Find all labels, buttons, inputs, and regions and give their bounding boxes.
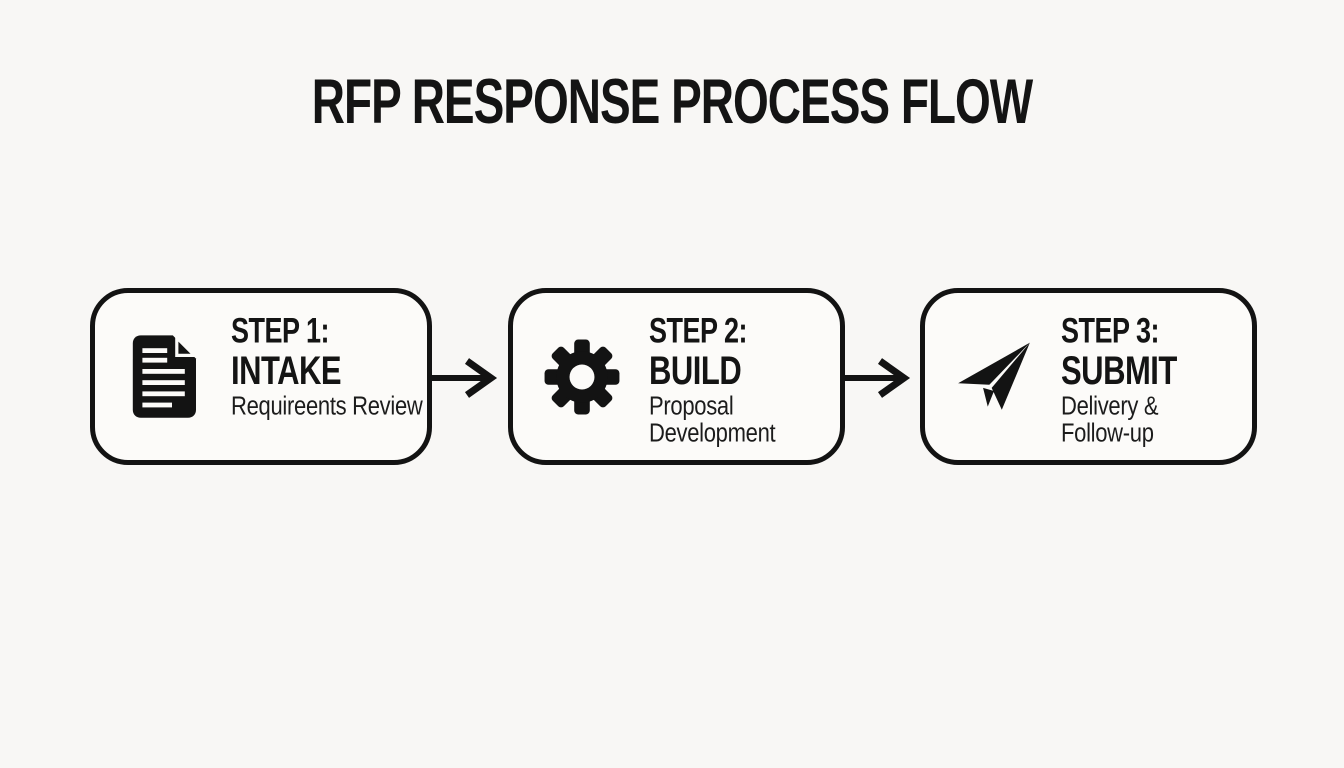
step-1-text: STEP 1: INTAKE Requireents Review (231, 312, 423, 421)
step-3-text: STEP 3: SUBMIT Delivery & Follow-up (1061, 312, 1177, 448)
arrow-right-icon (429, 354, 499, 402)
step-3-subtitle-line: Delivery & (1061, 390, 1159, 421)
paper-plane-icon (955, 333, 1033, 421)
step-2-box: STEP 2: BUILD Proposal Development (508, 288, 845, 465)
step-3-box: STEP 3: SUBMIT Delivery & Follow-up (920, 288, 1257, 465)
step-2-name: BUILD (649, 347, 742, 393)
step-1-box: STEP 1: INTAKE Requireents Review (90, 288, 432, 465)
step-2-subtitle-line: Proposal (649, 390, 734, 421)
gear-icon (543, 333, 621, 421)
step-1-subtitle-line: Requireents Review (231, 390, 423, 421)
step-3-subtitle-line: Follow-up (1061, 417, 1154, 448)
step-2-text: STEP 2: BUILD Proposal Development (649, 312, 776, 448)
step-1-heading: STEP 1: (231, 311, 330, 351)
step-3-name: SUBMIT (1061, 347, 1177, 393)
step-1-name: INTAKE (231, 347, 342, 393)
step-3-heading: STEP 3: (1061, 311, 1160, 351)
document-icon (125, 333, 203, 421)
arrow-right-icon (842, 354, 912, 402)
page-title: RFP RESPONSE PROCESS FLOW (311, 65, 1033, 137)
step-2-heading: STEP 2: (649, 311, 748, 351)
step-2-subtitle-line: Development (649, 417, 776, 448)
